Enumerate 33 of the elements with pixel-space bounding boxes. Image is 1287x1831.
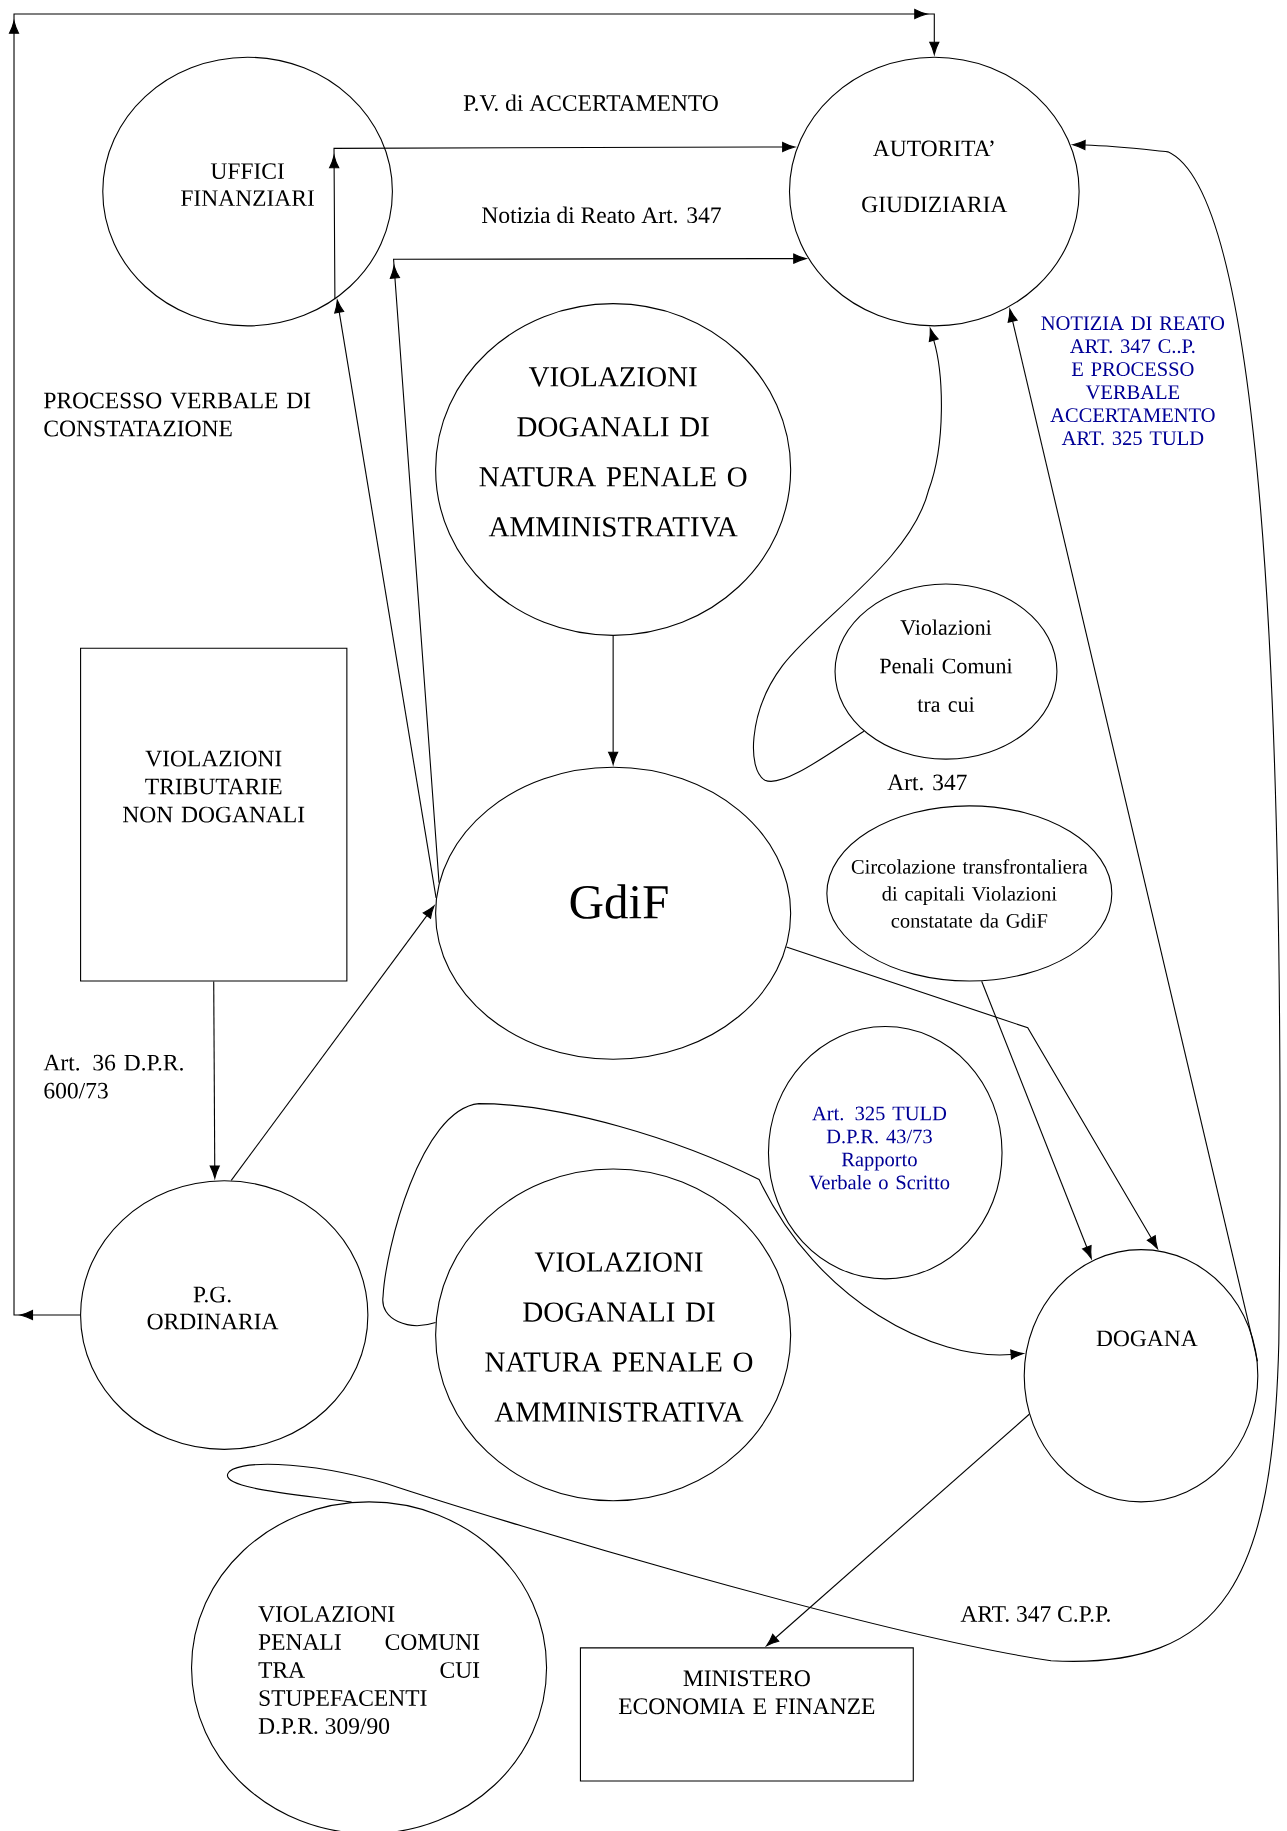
curved-arrow — [382, 1103, 1024, 1360]
oval-bubble: VIOLAZIONI DOGANALI DI NATURA PENALE O AMMINISTRATIVA — [435, 303, 792, 636]
arrow — [981, 980, 1092, 1259]
oval-bubble: P.G. ORDINARIA — [80, 1180, 369, 1450]
note-text: Art. 347 — [887, 774, 967, 791]
text-box: MINISTERO ECONOMIA E FINANZE — [579, 1647, 914, 1782]
arrow — [785, 946, 1158, 1250]
arrow — [608, 635, 619, 765]
note-text: ART. 347 C.P.P. — [960, 1606, 1110, 1622]
arrow — [8, 8, 940, 1321]
arrow — [766, 1413, 1030, 1647]
text-box: VIOLAZIONI TRIBUTARIE NON DOGANALI — [80, 647, 348, 982]
oval-bubble: Circolazione transfrontaliera di capitali Violazioni constatate da GdiF — [826, 805, 1113, 982]
arrow — [389, 253, 807, 884]
note-text: Art. 36 D.P.R. 600/73 — [43, 1054, 183, 1099]
note-text: P.V. di ACCERTAMENTO — [463, 94, 718, 112]
oval-bubble: VIOLAZIONI PENALI COMUNI TRA CUI STUPEFACENTI D.P.R. 309/90 — [191, 1501, 548, 1831]
curved-arrow — [227, 139, 1281, 1662]
note-text: Notizia di Reato Art. 347 — [482, 206, 721, 224]
oval-bubble: DOGANA — [1023, 1249, 1259, 1503]
oval-bubble: Art. 325 TULD D.P.R. 43/73 Rapporto Verbale o Scritto — [767, 1026, 1003, 1280]
arrow — [329, 141, 796, 300]
arrow — [230, 905, 435, 1181]
oval-bubble: Violazioni Penali Comuni tra cui — [834, 583, 1058, 760]
curved-arrow — [752, 328, 942, 782]
note-text: PROCESSO VERBALE DI CONSTATAZIONE — [44, 392, 311, 437]
oval-bubble: VIOLAZIONI DOGANALI DI NATURA PENALE O AMMINISTRATIVA — [435, 1168, 792, 1502]
arrow — [209, 981, 220, 1179]
note-text: NOTIZIA DI REATO ART. 347 C..P. E PROCESSO VERBALE ACCERTAMENTO ART. 325 TULD — [1041, 316, 1225, 446]
oval-bubble: GdiF — [435, 766, 792, 1060]
oval-bubble: UFFICI FINANZIARI — [102, 56, 393, 327]
arrow — [334, 299, 437, 899]
arrow — [1007, 308, 1259, 1362]
